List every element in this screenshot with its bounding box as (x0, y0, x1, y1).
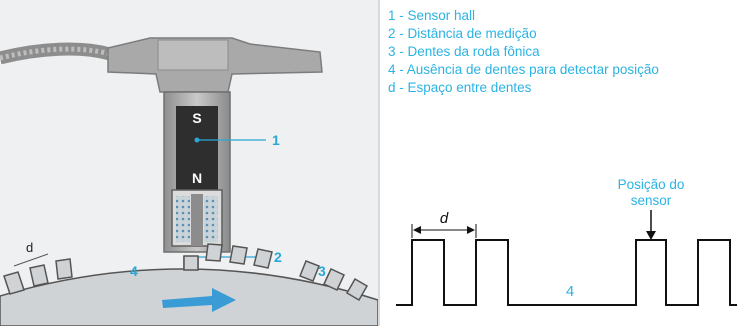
tooth-under-sensor (183, 255, 199, 271)
rotation-direction-arrow (162, 288, 236, 312)
callout-1-number: 1 (272, 132, 280, 148)
magnet-housing (176, 106, 218, 190)
sensor-mount-face (157, 39, 229, 71)
sensor-position-arrow-head (646, 231, 656, 240)
hall-element-core (191, 194, 203, 246)
sensor-position-label-line1: Posição do (618, 177, 685, 192)
legend-item-2: 2 - Distância de medição (388, 26, 537, 41)
magnet-south-label: S (192, 110, 201, 126)
d-dimension-line (13, 253, 49, 267)
sensor-cable-texture (0, 46, 111, 61)
left-illustration-panel: S N 1 2 d 4 (0, 0, 379, 326)
callout-2-number: 2 (274, 249, 282, 265)
callout-4-number: 4 (130, 263, 138, 279)
tooth (299, 260, 320, 282)
hall-element-right-coil (204, 196, 218, 242)
tone-wheel-teeth (3, 243, 369, 302)
legend: 1 - Sensor hall 2 - Distância de medição… (388, 8, 659, 95)
magnet-north-label: N (192, 170, 202, 186)
legend-item-4: 4 - Ausência de dentes para detectar pos… (388, 62, 659, 77)
sensor-position-label-line2: sensor (631, 193, 672, 208)
tooth (253, 248, 273, 269)
tooth (229, 245, 248, 265)
tooth (323, 268, 345, 291)
right-panel: 1 - Sensor hall 2 - Distância de medição… (388, 8, 737, 306)
signal-d-arrow-left (413, 226, 421, 234)
hall-element-left-coil (176, 196, 190, 242)
legend-item-5: d - Espaço entre dentes (388, 80, 532, 95)
d-dimension-label: d (26, 240, 33, 255)
signal-waveform (396, 239, 737, 306)
callout-3-number: 3 (318, 263, 326, 279)
callout-1-dot (194, 137, 200, 143)
signal-d-label: d (440, 210, 449, 227)
signal-gap-label: 4 (566, 283, 574, 300)
tooth (345, 277, 369, 302)
tooth (3, 271, 25, 295)
tooth (55, 258, 73, 280)
legend-item-1: 1 - Sensor hall (388, 8, 475, 23)
tooth (205, 243, 223, 262)
signal-d-arrow-right (467, 226, 475, 234)
tooth (29, 264, 49, 287)
legend-item-3: 3 - Dentes da roda fônica (388, 44, 540, 59)
